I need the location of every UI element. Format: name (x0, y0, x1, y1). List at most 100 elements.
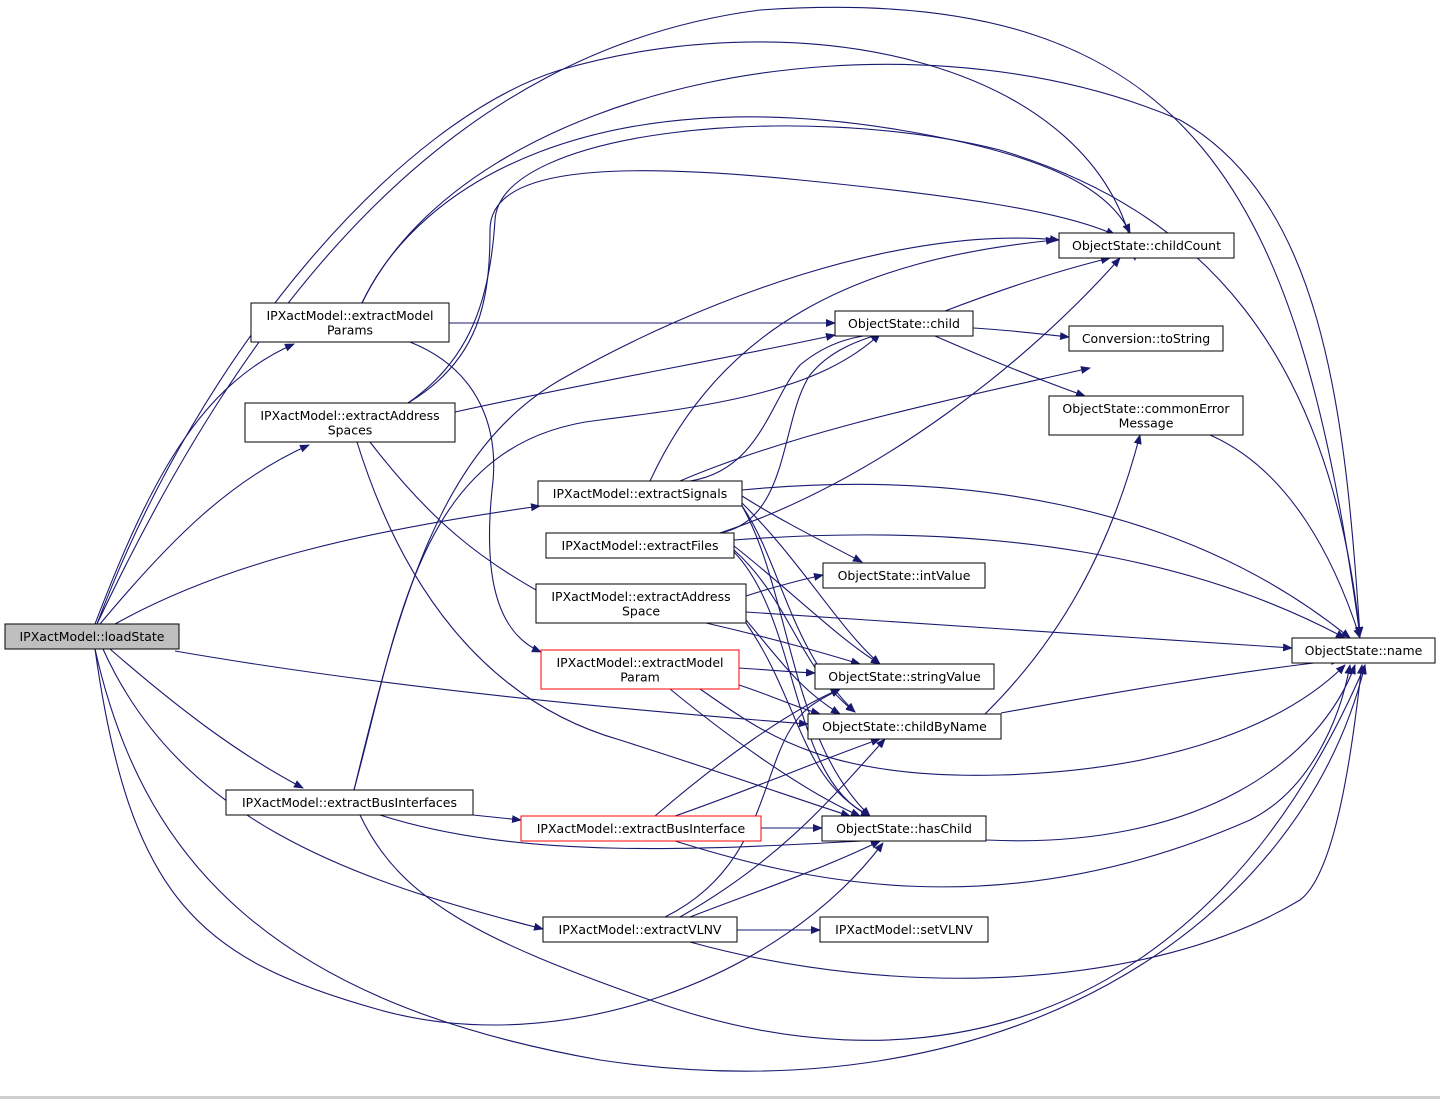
edge-hasChild-to-name (985, 664, 1356, 842)
edge-extractVLNV-to-hasChild (689, 840, 881, 918)
edge-extractAddressSpace-to-hasChild (745, 622, 871, 817)
node-box (819, 916, 989, 943)
node-setVLNV[interactable]: IPXactModel::setVLNV (819, 916, 989, 943)
edge-extractSignals-to-name (741, 483, 1351, 639)
edge-loadState-to-extractBusInterfaces (109, 648, 304, 789)
node-box (1048, 395, 1244, 436)
node-name[interactable]: ObjectState::name (1291, 637, 1436, 664)
edge-extractAddressSpace-to-childByName (745, 619, 841, 715)
node-extractFiles[interactable]: IPXactModel::extractFiles (545, 532, 735, 559)
node-label: IPXactModel::extractFiles (562, 538, 719, 553)
edge-loadState-to-extractVLNV (102, 648, 544, 931)
node-label: ObjectState::childCount (1072, 238, 1221, 253)
node-box (542, 916, 738, 943)
edge-extractModelParam-to-childByName (738, 684, 821, 716)
node-stringValue[interactable]: ObjectState::stringValue (814, 663, 995, 690)
node-hasChild[interactable]: ObjectState::hasChild (821, 815, 987, 842)
node-label: Spaces (328, 422, 373, 437)
node-box (4, 623, 180, 650)
edge-extractSignals-to-intValue (741, 495, 863, 563)
node-label: ObjectState::name (1305, 643, 1423, 658)
edge-childByName-to-name (1000, 657, 1341, 714)
node-childByName[interactable]: ObjectState::childByName (807, 713, 1002, 740)
node-extractBusInterface[interactable]: IPXactModel::extractBusInterface (520, 815, 762, 842)
node-box (821, 815, 987, 842)
node-label: Space (622, 603, 660, 618)
node-label: ObjectState::stringValue (828, 669, 981, 684)
node-box (540, 649, 740, 690)
node-label: ObjectState::childByName (822, 719, 987, 734)
node-label: Conversion::toString (1082, 331, 1210, 346)
edge-extractBusInterfaces-to-child (353, 333, 881, 791)
bottom-divider (0, 1096, 1440, 1099)
edge-extractAddressSpace-to-name (745, 611, 1293, 652)
edge-extractAddressSpace-to-intValue (745, 573, 824, 597)
edge-extractAddressSpaces-to-childCount (407, 170, 1116, 404)
edge-extractSignals-to-stringValue (741, 502, 881, 665)
edge-extractAddressSpaces-to-extractAddressSpace (369, 441, 548, 597)
node-label: IPXactModel::loadState (20, 629, 165, 644)
edge-extractFiles-to-name (733, 534, 1346, 639)
edge-extractModelParams-to-childCount (361, 116, 1131, 304)
edge-extractModelParam-to-stringValue (738, 667, 816, 677)
edge-loadState-to-extractModelParams (94, 343, 295, 625)
node-box (1068, 325, 1224, 352)
edge-extractAddressSpace-to-stringValue (705, 622, 861, 666)
edge-extractBusInterface-to-stringValue (654, 688, 841, 817)
node-childCount[interactable]: ObjectState::childCount (1058, 232, 1235, 259)
node-label: Message (1119, 415, 1174, 430)
edge-extractModelParams-to-extractModelParam (409, 341, 542, 653)
node-box (545, 532, 735, 559)
edge-extractModelParams-to-name (361, 63, 1364, 637)
node-label: IPXactModel::extractModel (556, 655, 723, 670)
node-extractBusInterfaces[interactable]: IPXactModel::extractBusInterfaces (225, 789, 474, 816)
node-label: IPXactModel::setVLNV (835, 922, 973, 937)
node-box (535, 583, 747, 624)
node-extractVLNV[interactable]: IPXactModel::extractVLNV (542, 916, 738, 943)
edge-extractModelParam-to-name (699, 664, 1346, 776)
node-loadState[interactable]: IPXactModel::loadState (4, 623, 180, 650)
node-intValue[interactable]: ObjectState::intValue (822, 562, 986, 589)
node-label: ObjectState::intValue (838, 568, 971, 583)
node-box (834, 310, 974, 337)
edge-loadState-to-name (94, 648, 1367, 1072)
node-label: ObjectState::commonError (1062, 401, 1230, 416)
edge-child-to-toString (972, 327, 1070, 341)
edge-loadState-to-extractAddressSpaces (99, 444, 310, 625)
node-toString[interactable]: Conversion::toString (1068, 325, 1224, 352)
node-box (1058, 232, 1235, 259)
edge-extractBusInterfaces-to-name (359, 664, 1366, 1041)
node-box (537, 480, 743, 507)
node-child[interactable]: ObjectState::child (834, 310, 974, 337)
edge-extractSignals-to-child (689, 330, 884, 482)
edge-extractBusInterface-to-name (674, 664, 1353, 888)
node-box (244, 402, 456, 443)
edge-commonErrorMessage-to-name (1209, 434, 1362, 639)
edge-extractAddressSpaces-to-child (454, 333, 836, 413)
node-label: IPXactModel::extractVLNV (559, 922, 722, 937)
edge-extractBusInterfaces-to-hasChild (379, 814, 881, 850)
edge-loadState-to-childCount (96, 41, 1138, 625)
edge-extractAddressSpaces-to-hasChild (356, 441, 851, 818)
node-extractSignals[interactable]: IPXactModel::extractSignals (537, 480, 743, 507)
edge-extractBusInterfaces-to-extractBusInterface (472, 814, 522, 824)
edge-extractSignals-to-hasChild (741, 505, 871, 817)
edge-loadState-to-childByName (174, 650, 809, 728)
node-label: Params (327, 322, 373, 337)
edge-child-to-commonErrorMessage (934, 335, 1086, 397)
node-label: Param (620, 669, 660, 684)
node-box (250, 302, 450, 343)
node-label: IPXactModel::extractSignals (553, 486, 727, 501)
node-label: IPXactModel::extractAddress (260, 408, 439, 423)
node-label: IPXactModel::extractBusInterfaces (242, 795, 457, 810)
edge-extractFiles-to-childCount (719, 257, 1121, 534)
node-label: ObjectState::child (848, 316, 960, 331)
edge-loadState-to-hasChild (94, 648, 884, 1026)
edge-extractModelParam-to-hasChild (669, 688, 861, 817)
edge-extractFiles-to-stringValue (733, 545, 881, 665)
